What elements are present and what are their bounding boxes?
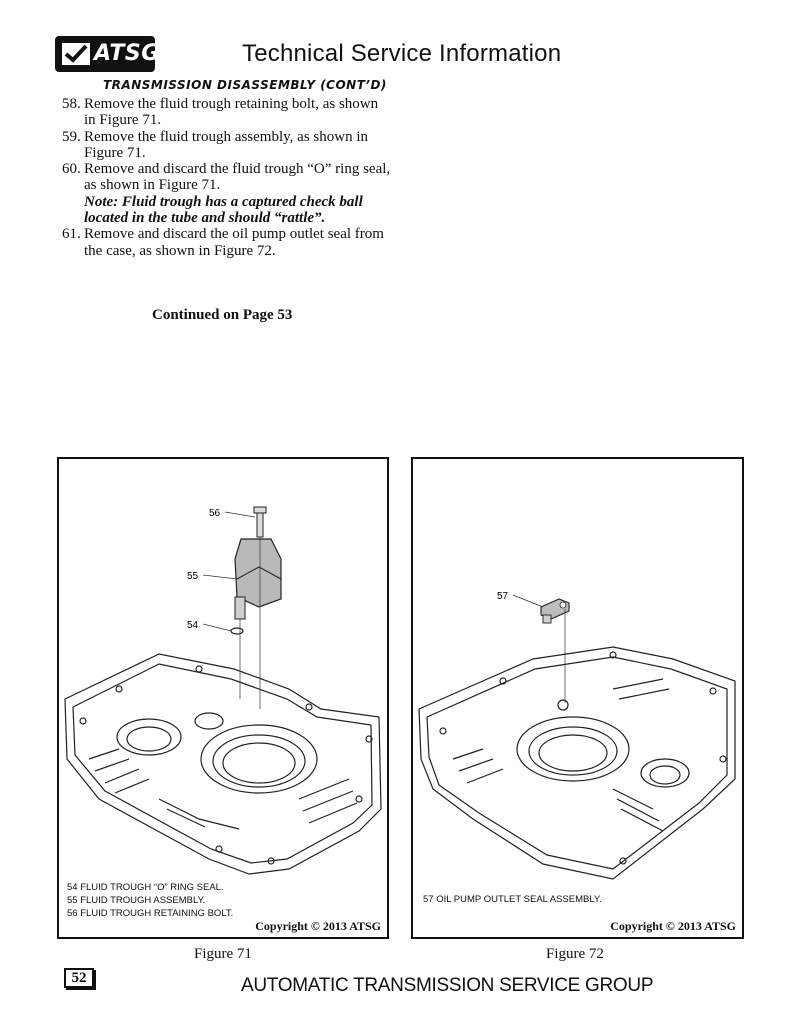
- step-text: Remove and discard the oil pump outlet s…: [84, 226, 384, 259]
- callout-54: 54: [187, 620, 199, 631]
- step-item: 61. Remove and discard the oil pump outl…: [62, 226, 392, 259]
- footer-text: AUTOMATIC TRANSMISSION SERVICE GROUP: [241, 975, 654, 996]
- callout-56: 56: [209, 508, 221, 519]
- figure-71: 56 55 54 54 FLUID TROUGH “O” RING SEAL. …: [57, 457, 389, 939]
- page-title: Technical Service Information: [242, 40, 562, 67]
- transmission-case-illustration: 57: [418, 591, 736, 880]
- step-number: 60.: [62, 161, 81, 178]
- step-text: Remove the fluid trough assembly, as sho…: [84, 128, 368, 161]
- copyright-notice: Copyright © 2013 ATSG: [255, 919, 381, 933]
- transmission-case-illustration: 56 55 54: [64, 506, 382, 875]
- step-number: 61.: [62, 226, 81, 243]
- procedure-steps: 58. Remove the fluid trough retaining bo…: [62, 96, 392, 259]
- step-item: 58. Remove the fluid trough retaining bo…: [62, 96, 392, 129]
- legend-item: 57 OIL PUMP OUTLET SEAL ASSEMBLY.: [423, 894, 602, 905]
- figure-71-caption: Figure 71: [194, 946, 252, 962]
- callout-55: 55: [187, 571, 199, 582]
- step-number: 59.: [62, 128, 81, 145]
- logo-text: ATSG: [94, 41, 160, 66]
- checkmark-icon: [62, 43, 90, 65]
- copyright-notice: Copyright © 2013 ATSG: [610, 919, 736, 933]
- legend-item: 55 FLUID TROUGH ASSEMBLY.: [67, 895, 206, 907]
- section-heading: TRANSMISSION DISASSEMBLY (CONT’D): [103, 78, 387, 92]
- step-item: 59. Remove the fluid trough assembly, as…: [62, 129, 392, 162]
- step-item: 60. Remove and discard the fluid trough …: [62, 161, 392, 226]
- figure-72: 57 57 OIL PUMP OUTLET SEAL ASSEMBLY. Cop…: [411, 457, 744, 939]
- callout-57: 57: [497, 591, 509, 602]
- legend-item: 56 FLUID TROUGH RETAINING BOLT.: [67, 908, 234, 920]
- page-number: 52: [64, 968, 94, 988]
- atsg-logo: ATSG: [55, 36, 159, 72]
- step-number: 58.: [62, 96, 81, 112]
- step-text: Remove and discard the fluid trough “O” …: [84, 161, 391, 194]
- step-text: Remove the fluid trough retaining bolt, …: [84, 96, 379, 129]
- figure-legend: 54 FLUID TROUGH “O” RING SEAL. 55 FLUID …: [67, 881, 233, 921]
- figure-72-caption: Figure 72: [546, 946, 604, 962]
- continued-note: Continued on Page 53: [152, 307, 293, 323]
- figure-legend: 57 OIL PUMP OUTLET SEAL ASSEMBLY.: [423, 893, 602, 906]
- step-note: Note: Fluid trough has a captured check …: [84, 193, 363, 227]
- legend-item: 54 FLUID TROUGH “O” RING SEAL.: [67, 882, 224, 893]
